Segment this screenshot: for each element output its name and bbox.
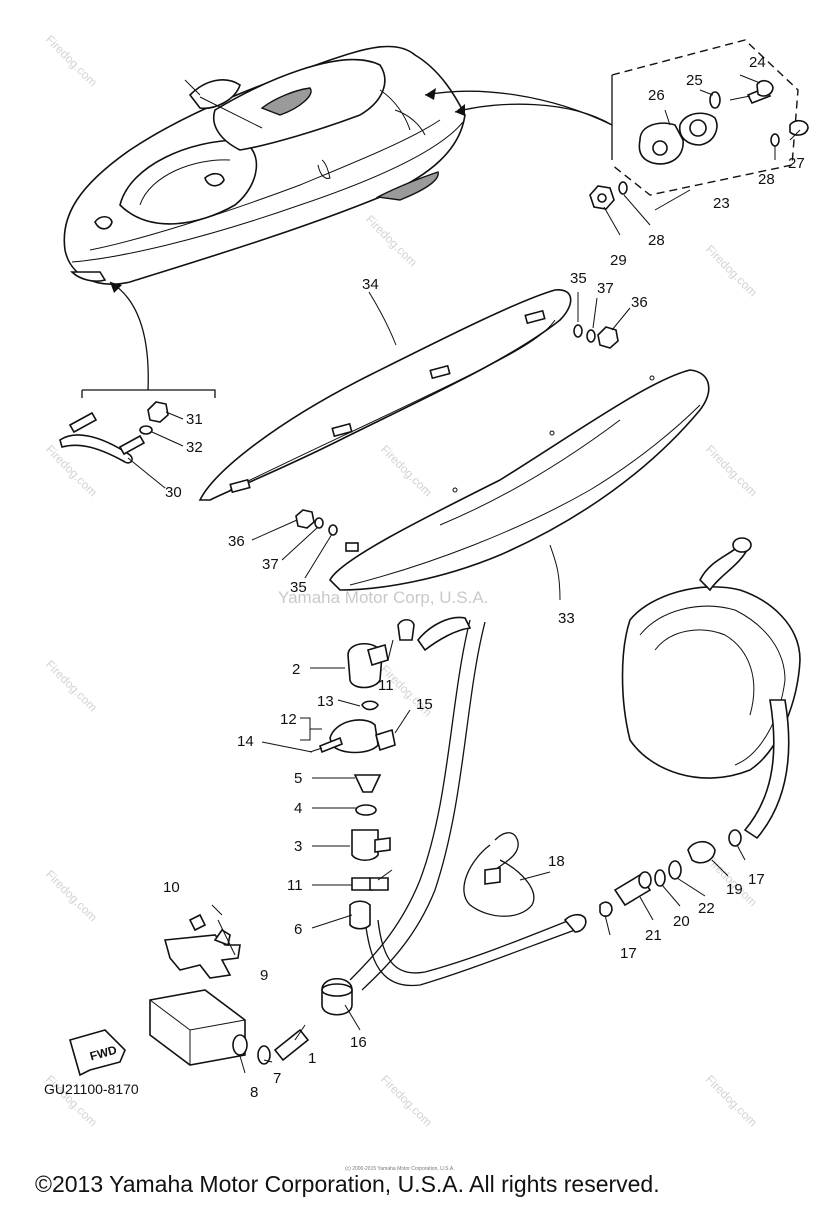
callout-29: 29 (610, 252, 627, 269)
watermark: Firedog.com (703, 442, 760, 499)
callout-16: 16 (350, 1034, 367, 1051)
callout-2: 2 (292, 661, 300, 678)
watermark: Firedog.com (43, 657, 100, 714)
callout-18: 18 (548, 853, 565, 870)
callout-17a: 17 (748, 871, 765, 888)
watermark: Firedog.com (378, 442, 435, 499)
callout-28b: 28 (648, 232, 665, 249)
watermark: Firedog.com (43, 442, 100, 499)
fwd-arrow: FWD (69, 1029, 126, 1077)
callout-24: 24 (749, 54, 766, 71)
callout-15: 15 (416, 696, 433, 713)
fwd-label: FWD (88, 1043, 118, 1064)
callout-31: 31 (186, 411, 203, 428)
watercraft-illustration (63, 45, 466, 285)
callout-numbers: 24 25 26 27 28 23 28 29 34 35 37 36 31 3… (163, 54, 805, 1101)
callout-34: 34 (362, 276, 379, 293)
cushion-8 (149, 989, 248, 1066)
right-side-parts (599, 829, 742, 918)
fitting-assembly-group (611, 39, 809, 211)
center-watermark: Yamaha Motor Corp, U.S.A. (278, 588, 488, 607)
callout-9: 9 (260, 967, 268, 984)
callout-5: 5 (294, 770, 302, 787)
callout-12: 12 (280, 711, 297, 728)
callout-32: 32 (186, 439, 203, 456)
callout-23: 23 (713, 195, 730, 212)
hoses (349, 616, 587, 991)
callout-6: 6 (294, 921, 302, 938)
fitting-30-31-32 (59, 401, 169, 464)
callout-8: 8 (250, 1084, 258, 1101)
callout-35a: 35 (570, 270, 587, 287)
copyright-notice: ©2013 Yamaha Motor Corporation, U.S.A. A… (35, 1171, 660, 1197)
sponson-33 (295, 369, 710, 591)
callout-21: 21 (645, 927, 662, 944)
callout-1: 1 (308, 1050, 316, 1067)
watermark: Firedog.com (703, 1072, 760, 1129)
callout-30: 30 (165, 484, 182, 501)
callout-25: 25 (686, 72, 703, 89)
diagram-code: GU21100-8170 (44, 1081, 139, 1097)
sponson-34 (198, 289, 619, 501)
callout-3: 3 (294, 838, 302, 855)
watermark: Firedog.com (43, 867, 100, 924)
callout-14: 14 (237, 733, 254, 750)
watermark: Firedog.com (703, 242, 760, 299)
callout-11a: 11 (378, 677, 394, 694)
strap-18 (463, 832, 535, 917)
callout-22: 22 (698, 900, 715, 917)
callout-10: 10 (163, 879, 180, 896)
pump-housing (621, 537, 801, 840)
bracket-9-10 (163, 913, 241, 979)
callout-11b: 11 (287, 877, 303, 894)
small-parts-1-7-16 (257, 977, 353, 1065)
callout-4: 4 (294, 800, 302, 817)
callout-20: 20 (673, 913, 690, 930)
callout-13: 13 (317, 693, 334, 710)
callout-19: 19 (726, 881, 743, 898)
callout-26: 26 (648, 87, 665, 104)
callout-7: 7 (273, 1070, 281, 1087)
watermark: Firedog.com (363, 212, 420, 269)
callout-27: 27 (788, 155, 805, 172)
leader-lines (127, 74, 801, 1074)
callout-37a: 37 (597, 280, 614, 297)
callout-36a: 36 (631, 294, 648, 311)
watermark: Firedog.com (43, 32, 100, 89)
callout-36b: 36 (228, 533, 245, 550)
callout-28a: 28 (758, 171, 775, 188)
nut-washer-29-28 (589, 181, 628, 210)
callout-33: 33 (558, 610, 575, 627)
callout-35b: 35 (290, 579, 307, 596)
leader-arrows (81, 88, 613, 398)
callout-37b: 37 (262, 556, 279, 573)
pump-parts-stack (309, 618, 415, 891)
callout-17b: 17 (620, 945, 637, 962)
watermark: Firedog.com (378, 1072, 435, 1129)
tiny-credit: (c) 2000-2015 Yamaha Motor Corporation, … (345, 1166, 455, 1172)
